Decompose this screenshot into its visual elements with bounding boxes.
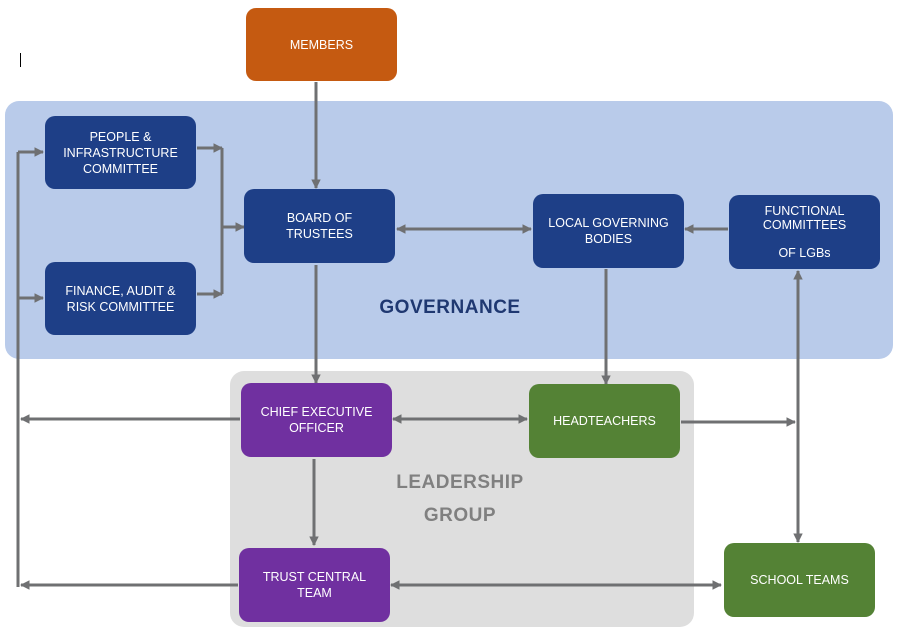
chief-executive-officer-box: CHIEF EXECUTIVE OFFICER [241,383,392,457]
text-cursor [20,53,21,67]
board-of-trustees-box: BOARD OF TRUSTEES [244,189,395,263]
school-teams-box: SCHOOL TEAMS [724,543,875,617]
functional-committees-box: FUNCTIONAL COMMITTEES OF LGBs [729,195,880,269]
local-governing-bodies-box: LOCAL GOVERNING BODIES [533,194,684,268]
finance-audit-risk-committee-box: FINANCE, AUDIT & RISK COMMITTEE [45,262,196,335]
trust-central-team-box: TRUST CENTRAL TEAM [239,548,390,622]
members-box: MEMBERS [246,8,397,81]
people-infrastructure-committee-box: PEOPLE & INFRASTRUCTURE COMMITTEE [45,116,196,189]
governance-title: GOVERNANCE [379,297,521,318]
headteachers-box: HEADTEACHERS [529,384,680,458]
leadership-group-title: LEADERSHIP GROUP [396,472,524,526]
